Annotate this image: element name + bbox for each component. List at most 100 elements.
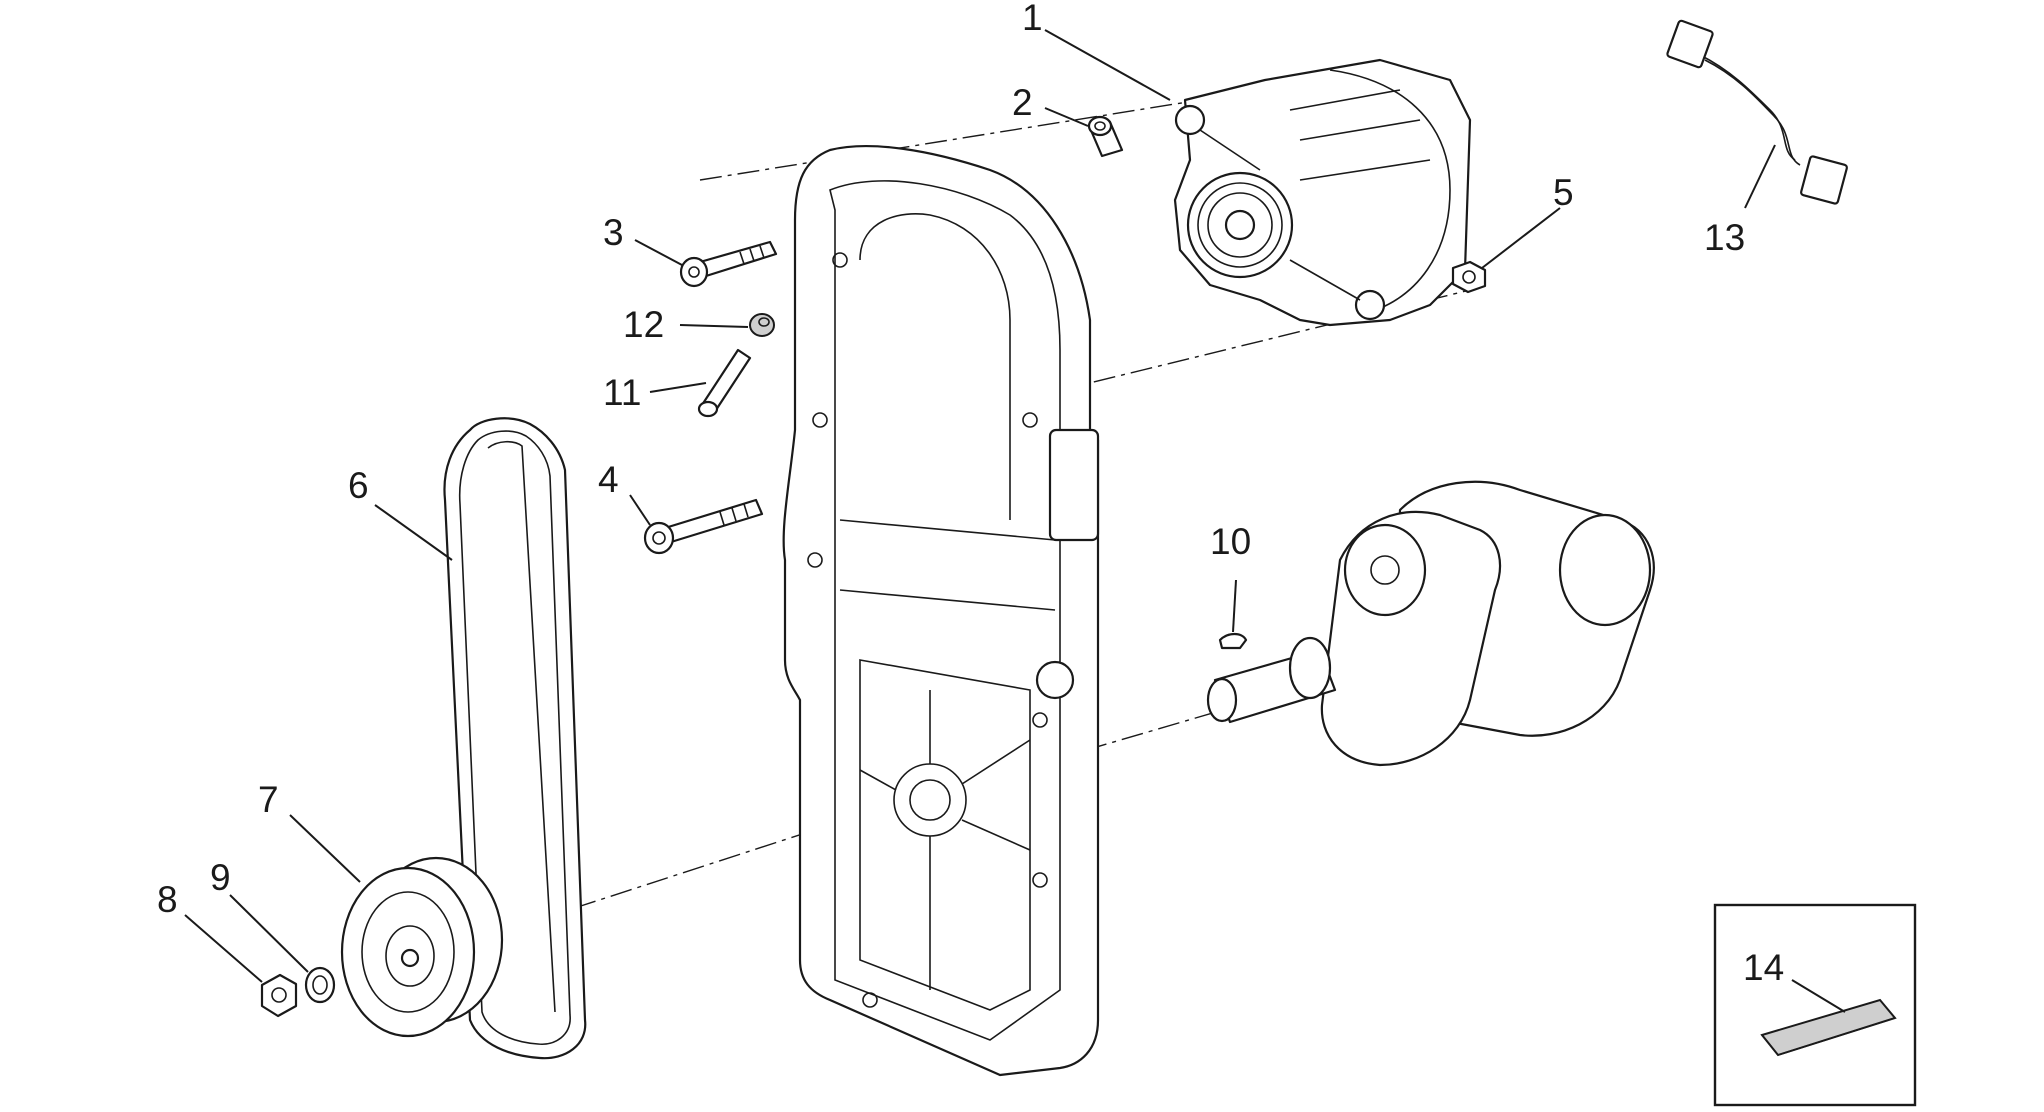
spacer-bush-end bbox=[1087, 115, 1113, 137]
alternator-bottom-mount-eye bbox=[1354, 289, 1386, 321]
lower-bolt-socket bbox=[652, 531, 666, 545]
crank-pulley-face-rim bbox=[361, 891, 455, 1013]
callout-13: 13 bbox=[1704, 217, 1745, 258]
gasket-pad bbox=[1760, 998, 1897, 1057]
timing-cover-center-hole bbox=[909, 779, 951, 821]
leader-3 bbox=[634, 239, 683, 266]
dowel-pin bbox=[697, 348, 752, 418]
timing-cover-outline bbox=[782, 145, 1100, 1077]
washer-inner bbox=[312, 975, 328, 995]
leader-9 bbox=[229, 894, 309, 973]
callout-6: 6 bbox=[348, 465, 369, 506]
upper-bolt-head bbox=[679, 256, 709, 288]
callout-2: 2 bbox=[1012, 82, 1033, 123]
pulley-nut bbox=[260, 973, 298, 1018]
timing-cover-bolt-hole-5 bbox=[1032, 712, 1048, 728]
crankshaft-nose-end bbox=[1206, 677, 1238, 723]
axis-alternator-top bbox=[699, 99, 1201, 181]
crankshaft-crankpin bbox=[1343, 523, 1427, 617]
inset-panel bbox=[1713, 903, 1917, 1107]
upper-bolt bbox=[679, 240, 778, 288]
timing-cover bbox=[782, 145, 1100, 1077]
crankshaft bbox=[1206, 480, 1655, 767]
alternator-pulley-hub bbox=[1224, 209, 1256, 241]
upper-bolt-thread bbox=[739, 245, 765, 265]
pulley-nut-bore bbox=[271, 987, 287, 1003]
timing-cover-rib-2 bbox=[961, 739, 1031, 785]
callout-labels: 1 2 3 4 5 6 7 8 9 10 11 12 13 14 bbox=[157, 0, 1784, 988]
alternator bbox=[1173, 58, 1472, 327]
leader-10 bbox=[1232, 579, 1237, 633]
alternator-body-rim bbox=[1329, 69, 1451, 316]
timing-cover-bolt-hole-3 bbox=[807, 552, 823, 568]
axis-pulley bbox=[429, 824, 831, 956]
upper-bolt-socket bbox=[688, 266, 700, 278]
callout-8: 8 bbox=[157, 879, 178, 920]
callout-14: 14 bbox=[1743, 947, 1784, 988]
leader-7 bbox=[289, 814, 361, 883]
timing-cover-inner-rim bbox=[829, 180, 1061, 1041]
crank-pulley-hub bbox=[385, 925, 435, 987]
timing-cover-bolt-hole-7 bbox=[862, 992, 878, 1008]
spacer-bush bbox=[1087, 115, 1124, 158]
small-bush bbox=[749, 313, 775, 337]
alternator-nut bbox=[1451, 260, 1487, 294]
callout-12: 12 bbox=[623, 304, 664, 345]
wiring-harness-cable-1 bbox=[1699, 54, 1796, 161]
spacer-bush-bore bbox=[1094, 121, 1106, 131]
drive-belt-inner bbox=[458, 430, 571, 1045]
leader-1 bbox=[1044, 29, 1171, 101]
leader-8 bbox=[184, 914, 263, 983]
woodruff-key-body bbox=[1218, 632, 1248, 650]
inset-box-frame bbox=[1713, 903, 1917, 1107]
timing-cover-side-lug bbox=[1048, 428, 1100, 542]
timing-cover-bolt-hole-2 bbox=[812, 412, 828, 428]
axis-crankshaft bbox=[829, 704, 1241, 826]
wiring-harness bbox=[1666, 19, 1848, 205]
timing-cover-mid-bar-2 bbox=[839, 589, 1056, 611]
callout-1: 1 bbox=[1022, 0, 1043, 38]
lower-bolt-thread bbox=[719, 503, 749, 526]
washer bbox=[304, 966, 336, 1004]
lower-bolt-shank bbox=[663, 498, 764, 544]
leader-2 bbox=[1044, 107, 1089, 127]
gasket-pad-edge bbox=[1761, 1017, 1896, 1056]
leader-4 bbox=[629, 494, 651, 526]
timing-cover-rib-3 bbox=[961, 819, 1031, 851]
timing-cover-mid-bar bbox=[839, 519, 1056, 541]
alternator-bracket-arm bbox=[1199, 129, 1361, 301]
callout-3: 3 bbox=[603, 212, 624, 253]
alternator-fins bbox=[1289, 89, 1431, 181]
woodruff-key bbox=[1218, 632, 1248, 650]
callout-5: 5 bbox=[1553, 172, 1574, 213]
crank-pulley bbox=[340, 856, 504, 1038]
callout-7: 7 bbox=[258, 779, 279, 820]
callout-9: 9 bbox=[210, 857, 231, 898]
lower-bolt-head bbox=[643, 521, 675, 555]
pulley-nut-hex bbox=[260, 973, 298, 1018]
leader-6 bbox=[374, 504, 453, 561]
washer-outer bbox=[304, 966, 336, 1004]
leader-lines bbox=[184, 29, 1846, 1013]
wiring-harness-connector-top bbox=[1666, 19, 1714, 69]
timing-cover-side-boss bbox=[1035, 660, 1075, 700]
crank-pulley-bore bbox=[400, 948, 420, 968]
timing-cover-rib-5 bbox=[859, 769, 897, 791]
lower-bolt bbox=[643, 498, 764, 555]
alternator-pulley-groove-2 bbox=[1207, 192, 1273, 258]
callout-11: 11 bbox=[603, 372, 641, 413]
upper-bolt-shank bbox=[698, 240, 778, 278]
timing-cover-lower-window bbox=[859, 659, 1031, 1011]
leader-12 bbox=[679, 324, 749, 328]
crankshaft-main-journal bbox=[1558, 513, 1652, 627]
leader-5 bbox=[1481, 207, 1561, 269]
alternator-nut-hex bbox=[1451, 260, 1487, 294]
alternator-pulley-groove-1 bbox=[1197, 182, 1283, 268]
timing-cover-bolt-hole-1 bbox=[832, 252, 848, 268]
wiring-harness-connector-bottom bbox=[1800, 155, 1848, 205]
drive-belt-rib bbox=[487, 440, 556, 1013]
timing-cover-bolt-hole-6 bbox=[1032, 872, 1048, 888]
callout-4: 4 bbox=[598, 459, 619, 500]
